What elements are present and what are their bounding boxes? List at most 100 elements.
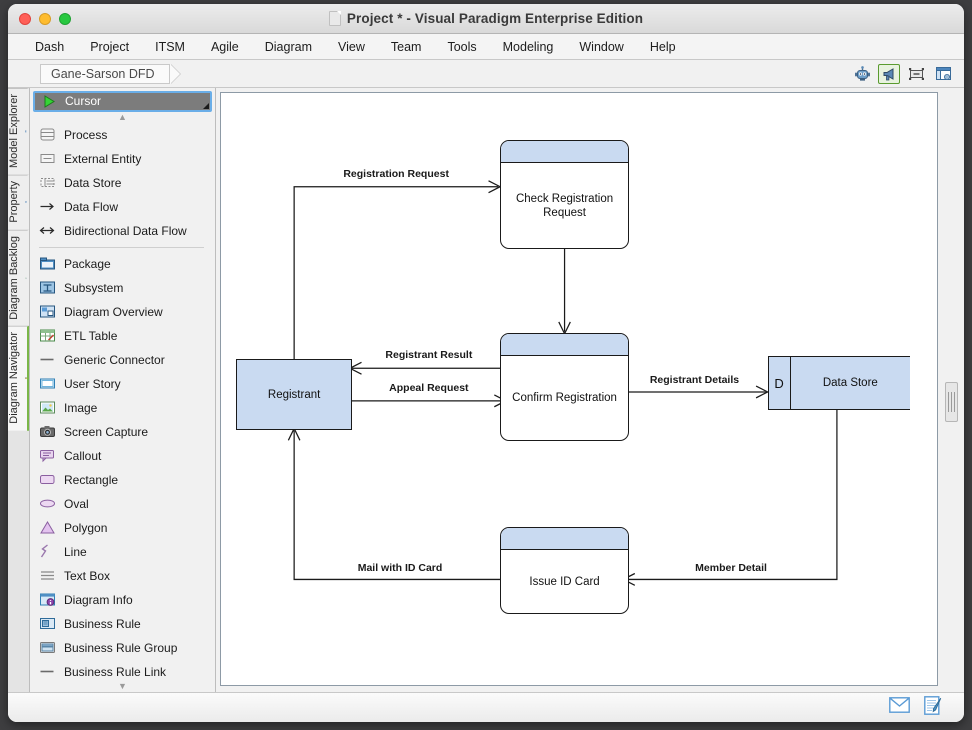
palette-item-user-story[interactable]: User Story — [33, 372, 212, 396]
diagram-node-check[interactable]: Check Registration Request — [500, 140, 630, 249]
diagram-node-reg[interactable]: Registrant — [236, 359, 352, 431]
line-icon — [40, 544, 48, 558]
menu-item-window[interactable]: Window — [579, 39, 624, 54]
palette-item-label: Business Rule — [64, 616, 141, 631]
palette-item-label: Callout — [64, 448, 102, 463]
flow-label-mail-with-id-card[interactable]: Mail with ID Card — [354, 561, 446, 574]
palette-item-package[interactable]: Package — [33, 252, 212, 276]
palette-item-data-flow[interactable]: Data Flow — [33, 195, 212, 219]
breadcrumb-diagram[interactable]: Gane-Sarson DFD — [40, 63, 170, 84]
menu-item-dash[interactable]: Dash — [35, 39, 65, 54]
palette-item-label: Line — [64, 544, 87, 559]
palette-item-polygon[interactable]: Polygon — [33, 516, 212, 540]
palette-item-label: User Story — [64, 376, 121, 391]
menu-item-modeling[interactable]: Modeling — [502, 39, 554, 54]
menu-item-diagram[interactable]: Diagram — [264, 39, 312, 54]
menu-item-agile[interactable]: Agile — [210, 39, 239, 54]
flow-label-registrant-result[interactable]: Registrant Result — [382, 349, 476, 362]
flow-label-member-detail[interactable]: Member Detail — [692, 561, 770, 574]
robot-assistant-icon[interactable] — [851, 64, 873, 84]
diagram-backlog-icon — [25, 276, 27, 279]
process-header-band — [501, 333, 629, 356]
palette-item-subsystem[interactable]: Subsystem — [33, 276, 212, 300]
palette-item-screen-capture[interactable]: Screen Capture — [33, 420, 212, 444]
palette-item-label: Polygon — [64, 520, 108, 535]
application-window: Project * - Visual Paradigm Enterprise E… — [8, 4, 964, 722]
palette-item-label: Package — [64, 256, 111, 271]
menu-item-project[interactable]: Project — [90, 39, 130, 54]
palette-item-label: Diagram Info — [64, 592, 133, 607]
rail-tab-property[interactable]: Property — [8, 174, 29, 230]
palette-scroll-up[interactable]: ▲ — [118, 111, 127, 122]
menu-item-itsm[interactable]: ITSM — [155, 39, 185, 54]
maximize-button[interactable] — [59, 12, 71, 25]
palette-item-label: Image — [64, 400, 98, 415]
palette-item-business-rule-link[interactable]: Business Rule Link — [33, 660, 212, 681]
right-panel-handle[interactable] — [945, 382, 958, 422]
palette-item-data-store[interactable]: Data Store — [33, 171, 212, 195]
mail-icon[interactable] — [889, 697, 910, 718]
palette-item-generic-connector[interactable]: Generic Connector — [33, 348, 212, 372]
notes-edit-icon[interactable] — [924, 695, 942, 720]
palette-item-oval[interactable]: Oval — [33, 492, 212, 516]
external-entity-label: Registrant — [236, 359, 352, 431]
process-label: Issue ID Card — [529, 575, 600, 588]
subsystem-icon — [40, 281, 55, 294]
close-button[interactable] — [19, 12, 31, 25]
palette-item-etl-table[interactable]: ETL Table — [33, 324, 212, 348]
megaphone-icon[interactable] — [878, 63, 900, 84]
window-title: Project * - Visual Paradigm Enterprise E… — [346, 11, 644, 26]
flow-label-appeal-request[interactable]: Appeal Request — [386, 382, 472, 394]
layout-window-icon[interactable] — [932, 64, 954, 84]
rail-tab-label: Property — [8, 180, 20, 223]
minimize-button[interactable] — [39, 12, 51, 25]
flow-label-registrant-details[interactable]: Registrant Details — [646, 374, 743, 387]
palette-item-rectangle[interactable]: Rectangle — [33, 468, 212, 492]
palette-item-business-rule[interactable]: Business Rule — [33, 612, 212, 636]
palette-item-line[interactable]: Line — [33, 540, 212, 564]
rail-tab-diagram-backlog[interactable]: Diagram Backlog — [8, 229, 29, 327]
external-entity-icon — [40, 154, 55, 164]
palette-item-diagram-info[interactable]: Diagram Info — [33, 588, 212, 612]
data-store-icon — [40, 178, 55, 188]
palette-item-label: Diagram Overview — [64, 304, 163, 319]
diagram-info-icon — [40, 593, 55, 607]
screen-capture-icon — [40, 426, 55, 438]
status-bar — [8, 692, 964, 722]
diagram-node-issue[interactable]: Issue ID Card — [500, 527, 630, 614]
polygon-icon — [40, 521, 55, 534]
palette-item-external-entity[interactable]: External Entity — [33, 147, 212, 171]
menu-item-help[interactable]: Help — [649, 39, 676, 54]
palette-item-text-box[interactable]: Text Box — [33, 564, 212, 588]
image-icon — [40, 401, 55, 414]
palette-item-cursor[interactable]: Cursor — [33, 91, 212, 112]
filmstrip-icon[interactable] — [905, 64, 927, 84]
generic-connector-icon — [40, 359, 54, 361]
palette-item-label: Data Flow — [64, 199, 119, 214]
diagram-node-confirm[interactable]: Confirm Registration — [500, 332, 630, 442]
oval-icon — [40, 499, 55, 508]
flow-label-registration-request[interactable]: Registration Request — [340, 167, 452, 180]
palette-item-process[interactable]: Process — [33, 123, 212, 147]
palette-item-callout[interactable]: Callout — [33, 444, 212, 468]
palette-scroll-down[interactable]: ▼ — [118, 681, 127, 692]
palette-item-diagram-overview[interactable]: Diagram Overview — [33, 300, 212, 324]
menu-item-team[interactable]: Team — [390, 39, 422, 54]
palette-item-image[interactable]: Image — [33, 396, 212, 420]
rail-tab-model-explorer[interactable]: Model Explorer — [8, 88, 29, 175]
menu-item-tools[interactable]: Tools — [447, 39, 477, 54]
rail-tab-diagram-navigator[interactable]: Diagram Navigator — [8, 326, 29, 432]
process-icon — [40, 128, 55, 141]
document-icon — [328, 11, 341, 26]
palette-item-business-rule-group[interactable]: Business Rule Group — [33, 636, 212, 660]
palette-item-label: Bidirectional Data Flow — [64, 223, 187, 238]
cursor-arrow-icon — [44, 95, 55, 108]
bidirectional-data-flow-icon — [39, 227, 55, 235]
palette-item-bidirectional-data-flow[interactable]: Bidirectional Data Flow — [33, 219, 212, 243]
data-store-label: Data Store — [822, 377, 878, 390]
menu-item-view[interactable]: View — [338, 39, 365, 54]
text-box-icon — [41, 571, 54, 581]
